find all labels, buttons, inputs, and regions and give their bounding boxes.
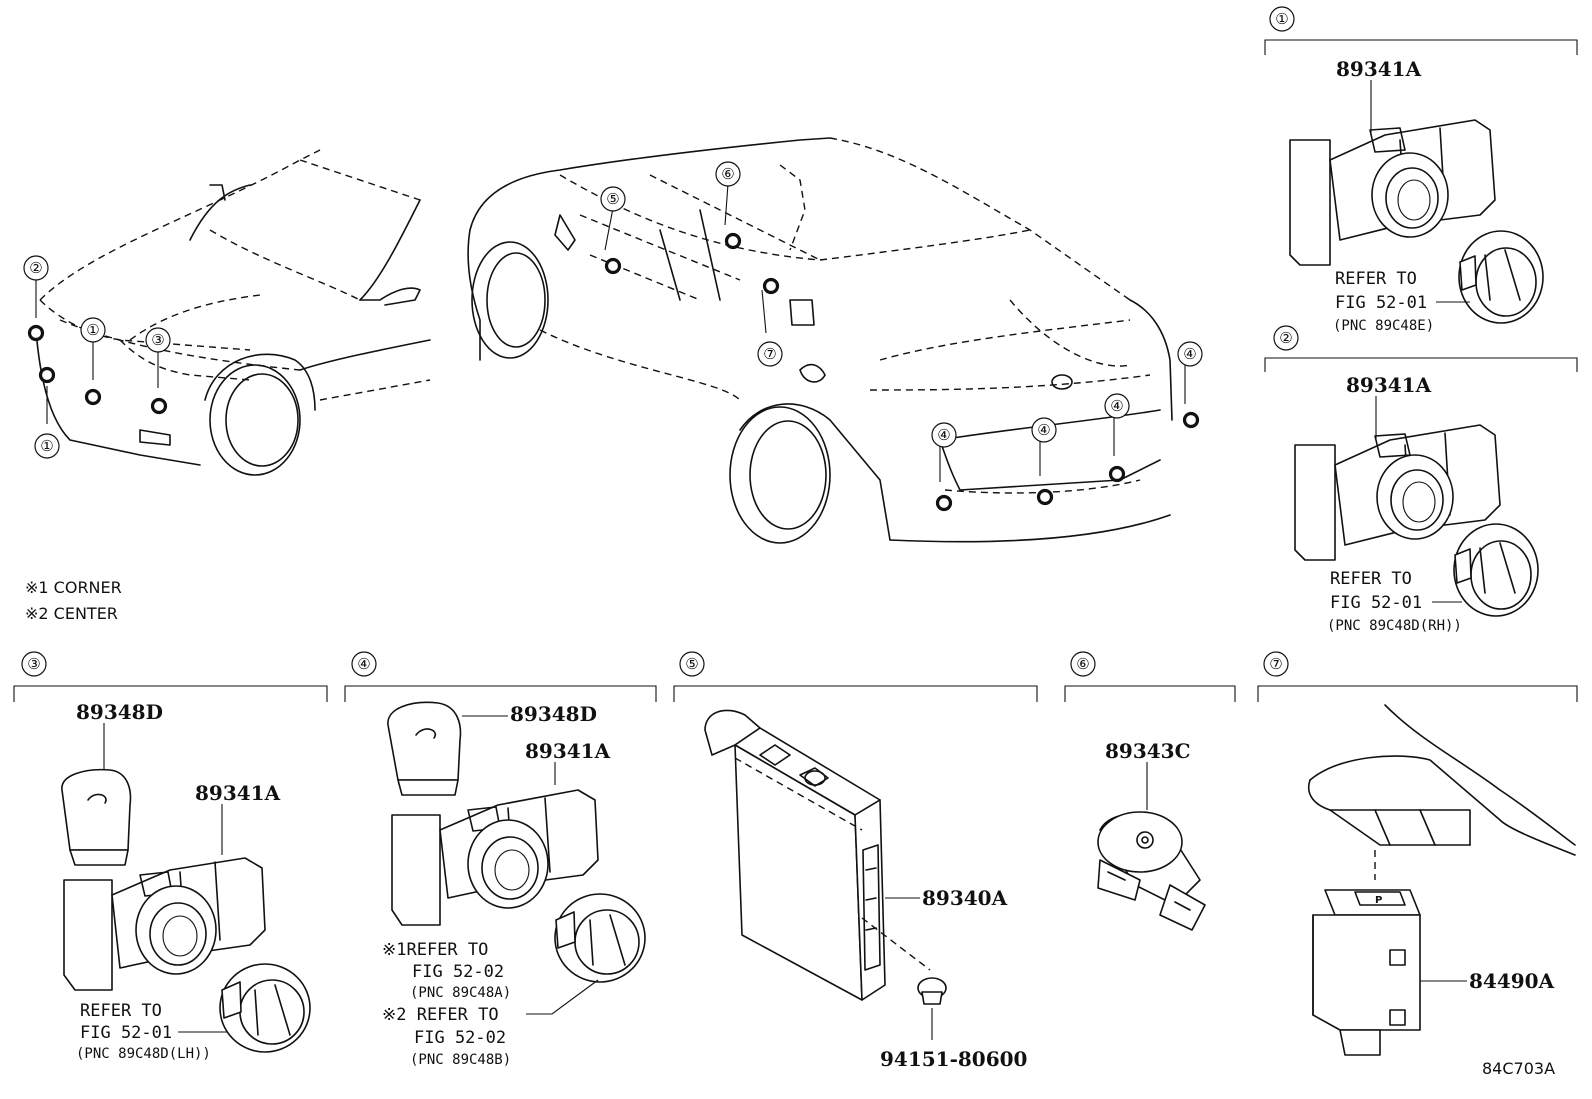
note-center: ※2 CENTER (25, 604, 118, 623)
section-1-pnc: (PNC 89C48E) (1333, 318, 1434, 334)
ecu-location-dot (604, 257, 622, 275)
rear-center-sensor-dot-left (1036, 488, 1054, 506)
section-3-cover-part-number: 89348D (76, 700, 163, 724)
section-7-part-number: 84490A (1469, 969, 1555, 993)
section-3-sensor-part-number: 89341A (195, 781, 281, 805)
callout-4-rear-left: ④ (937, 426, 950, 444)
section-2-part-number: 89341A (1346, 373, 1432, 397)
section-5-clip-part-number: 94151-80600 (880, 1047, 1027, 1071)
section-6: ⑥ 89343C (1064, 651, 1236, 931)
section-2-ref-line1: REFER TO (1330, 569, 1412, 589)
section-5-marker: ⑤ (685, 655, 698, 673)
callout-3-front: ③ (151, 331, 164, 349)
section-1-ref-line2: FIG 52-01 (1335, 293, 1427, 313)
section-3-ref-line2: FIG 52-01 (80, 1023, 172, 1043)
callout-5-car: ⑤ (606, 190, 619, 208)
section-2-marker: ② (1279, 329, 1292, 347)
callout-2-front: ② (29, 259, 42, 277)
section-3-marker: ③ (27, 655, 40, 673)
car-callouts: ② ① ③ ① ⑤ ⑥ ⑦ ④ ④ ④ ④ (23, 161, 1203, 459)
figure-code: 84C703A (1482, 1059, 1555, 1078)
section-4-marker: ④ (357, 655, 370, 673)
buzzer-location-dot (724, 232, 742, 250)
section-4-ref-b-line2: FIG 52-02 (414, 1028, 506, 1048)
callout-1-front-side: ① (40, 437, 53, 455)
callout-6-car: ⑥ (721, 165, 734, 183)
switch-location-dot (762, 277, 780, 295)
section-2: ② 89341A REFER TO FIG 52-01 (PNC 89C48D(… (1264, 325, 1578, 634)
section-6-marker: ⑥ (1076, 655, 1089, 673)
rear-corner-sensor-dot-left (935, 494, 953, 512)
rear-corner-sensor-dot-right (1182, 411, 1200, 429)
section-4-pnc-a: (PNC 89C48A) (410, 985, 511, 1001)
car-marker-leaders (35, 183, 1186, 482)
rear-car-illustration (467, 137, 1173, 544)
sensor-location-dots (27, 232, 1200, 512)
section-7: ⑦ P 84490A (1257, 651, 1578, 1056)
callout-7-car: ⑦ (763, 345, 776, 363)
section-2-ref-line2: FIG 52-01 (1330, 593, 1422, 613)
section-4-sensor-part-number: 89341A (525, 739, 611, 763)
section-4-pnc-b: (PNC 89C48B) (410, 1052, 511, 1068)
section-3: ③ 89348D 89341A REFER TO FIG 52-01 (PNC … (13, 651, 328, 1062)
callout-4-rear-right: ④ (1183, 345, 1196, 363)
switch-p-symbol-icon: P (1375, 895, 1382, 906)
section-2-pnc: (PNC 89C48D(RH)) (1327, 618, 1462, 634)
rear-center-sensor-dot-right (1108, 465, 1126, 483)
section-5-ecu-part-number: 89340A (922, 886, 1008, 910)
callout-4-rear-center-left: ④ (1037, 421, 1050, 439)
callout-1-front: ① (86, 321, 99, 339)
callout-4-rear-center-right: ④ (1110, 397, 1123, 415)
front-corner-sensor-dot-left (27, 324, 45, 342)
section-1-part-number: 89341A (1336, 57, 1422, 81)
section-4-ref-a-line1: ※1REFER TO (382, 940, 488, 960)
section-4: ④ 89348D 89341A ※1REFER TO FIG 52-02 (PN… (344, 651, 657, 1068)
section-4-cover-part-number: 89348D (510, 702, 597, 726)
section-1: ① 89341A REFER TO FIG 52-01 (PNC 89C48E) (1264, 6, 1578, 334)
section-7-marker: ⑦ (1269, 655, 1282, 673)
section-4-ref-a-line2: FIG 52-02 (412, 962, 504, 982)
note-corner: ※1 CORNER (25, 578, 122, 597)
front-center-sensor-dot (84, 388, 102, 406)
section-4-ref-b-line1: ※2 REFER TO (382, 1005, 499, 1025)
section-6-part-number: 89343C (1105, 739, 1191, 763)
front-side-sensor-dot (38, 366, 56, 384)
section-3-pnc: (PNC 89C48D(LH)) (76, 1046, 211, 1062)
section-1-ref-line1: REFER TO (1335, 269, 1417, 289)
section-5: ⑤ 89340A 94151-80600 (673, 651, 1038, 1071)
section-3-ref-line1: REFER TO (80, 1001, 162, 1021)
front-corner-sensor-dot-right (150, 397, 168, 415)
front-car-illustration (35, 149, 431, 476)
section-1-marker: ① (1275, 10, 1288, 28)
